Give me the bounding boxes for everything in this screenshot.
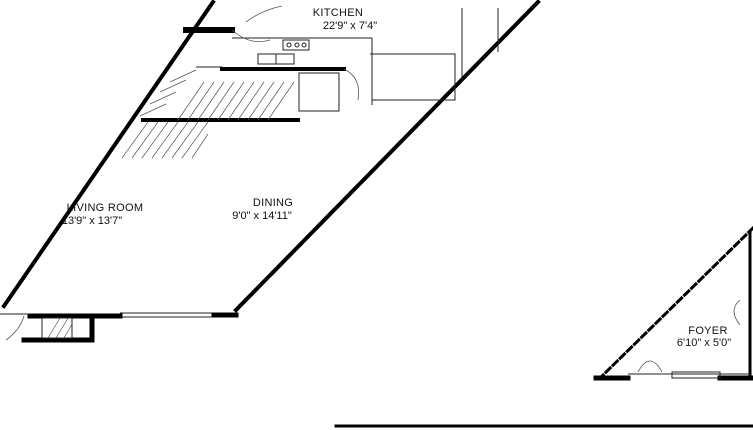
entry-door-swing xyxy=(5,315,25,341)
stair-tread xyxy=(121,121,149,159)
kitchen-door-swing-2 xyxy=(245,5,283,23)
entry-step xyxy=(55,317,69,339)
stair-tread xyxy=(207,81,235,121)
stair-tread xyxy=(267,81,295,121)
kitchen-door-swing xyxy=(231,29,271,43)
entry-landing xyxy=(41,317,73,339)
room-label-living: LIVING ROOM 13'9" x 13'7" xyxy=(62,202,143,227)
kitchen-door-swing-3 xyxy=(343,68,360,101)
foyer-area xyxy=(593,299,753,381)
stair-tread xyxy=(247,81,275,121)
outer-walls xyxy=(1,0,753,381)
stair-tread xyxy=(181,121,209,159)
kitchen-appliance xyxy=(298,72,340,112)
foyer-door-swing-2 xyxy=(637,360,663,373)
stair-tread xyxy=(131,121,159,159)
stair-tread xyxy=(187,81,215,121)
stair-tread xyxy=(197,81,225,121)
stair-tread xyxy=(191,133,209,159)
room-label-dining: DINING 9'0" x 14'11" xyxy=(232,197,293,222)
stair-tread xyxy=(171,121,199,159)
stair-tread xyxy=(169,69,197,83)
living-dims: 13'9" x 13'7" xyxy=(62,215,122,227)
foyer-dims: 6'10" x 5'0" xyxy=(677,337,731,349)
kitchen-area xyxy=(141,5,499,122)
entry-step xyxy=(63,323,73,339)
staircase xyxy=(121,69,295,159)
stair-tread xyxy=(149,91,177,105)
stair-tread xyxy=(161,121,189,159)
wall-west-diagonal xyxy=(1,0,216,309)
stove xyxy=(282,39,310,51)
wall-middle-diagonal xyxy=(233,0,541,313)
stair-tread xyxy=(139,103,167,117)
stair-tread xyxy=(227,81,255,121)
room-label-kitchen: KITCHEN 22'9" x 7'4" xyxy=(313,7,377,32)
stair-tread xyxy=(141,121,169,159)
lower-entry xyxy=(0,312,239,343)
stair-tread xyxy=(257,81,285,121)
stair-tread xyxy=(159,79,187,93)
stair-tread xyxy=(217,81,245,121)
kitchen-dims: 22'9" x 7'4" xyxy=(323,20,377,32)
dining-name: DINING xyxy=(253,197,293,209)
burner-1 xyxy=(286,42,292,48)
wall-east-diagonal xyxy=(597,225,753,381)
kitchen-name: KITCHEN xyxy=(313,7,363,19)
foyer-name: FOYER xyxy=(688,325,727,337)
burner-3 xyxy=(301,42,307,48)
kitchen-counter-outline xyxy=(370,53,456,101)
stair-tread xyxy=(237,81,265,121)
living-name: LIVING ROOM xyxy=(67,202,144,214)
foyer-door-threshold xyxy=(671,371,721,379)
dining-dims: 9'0" x 14'11" xyxy=(232,210,292,222)
entry-step xyxy=(47,317,61,339)
foyer-door-swing xyxy=(733,299,741,326)
room-label-foyer: FOYER 6'10" x 5'0" xyxy=(677,325,731,349)
stair-tread xyxy=(177,81,205,121)
stair-tread xyxy=(151,121,179,159)
burner-2 xyxy=(294,42,300,48)
